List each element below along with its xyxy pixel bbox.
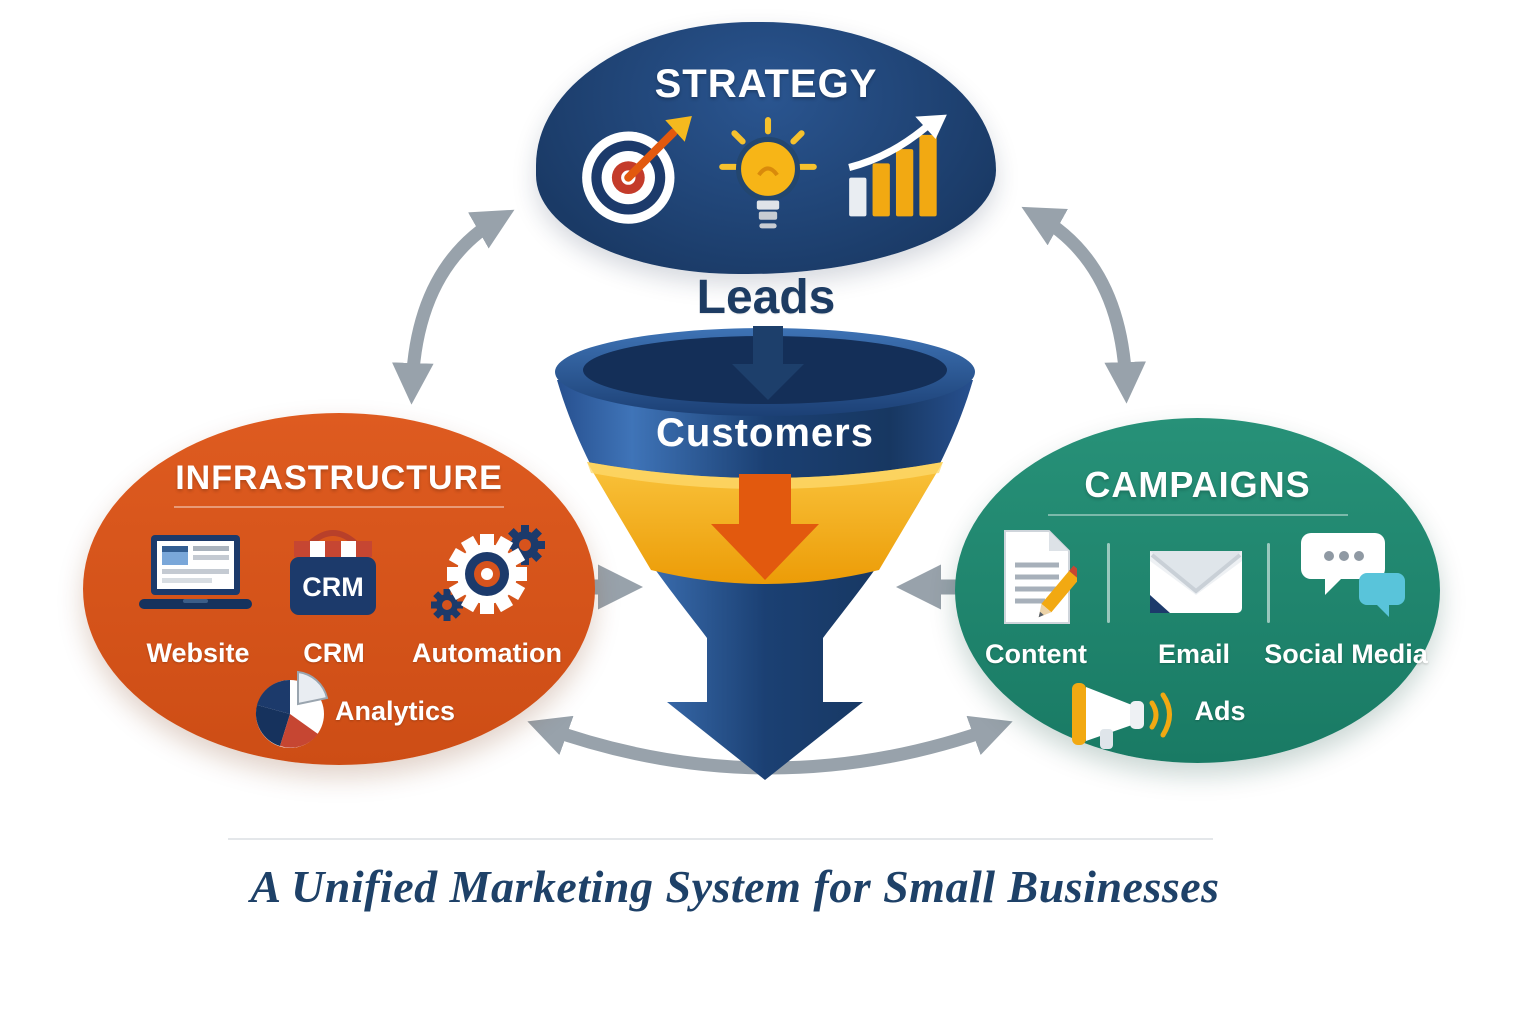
campaigns-item-label: Content xyxy=(985,639,1087,669)
campaigns-title-underline xyxy=(1047,514,1348,516)
caption-divider xyxy=(228,838,1213,840)
infrastructure-item-label: Automation xyxy=(412,638,562,668)
strategy-icons-row xyxy=(536,114,996,234)
strategy-bubble: STRATEGY xyxy=(536,22,996,274)
campaigns-item-label: Email xyxy=(1157,639,1231,669)
target-icon xyxy=(582,116,692,224)
campaigns-item-label: Social Media xyxy=(1264,639,1428,669)
infrastructure-title-underline xyxy=(174,506,504,508)
leads-down-arrow xyxy=(732,326,804,400)
document-pencil-icon xyxy=(1004,530,1077,624)
envelope-icon xyxy=(1150,551,1242,613)
campaigns-item-label: Ads xyxy=(1194,696,1246,726)
infrastructure-item-label: Analytics xyxy=(334,696,456,726)
funnel: Customers xyxy=(555,328,975,780)
campaigns-bubble: CAMPAIGNS xyxy=(955,418,1440,763)
lightbulb-icon xyxy=(719,117,817,229)
crm-badge-text: CRM xyxy=(302,572,364,602)
infrastructure-item-label: CRM xyxy=(303,638,365,668)
laptop-icon xyxy=(139,535,252,609)
infrastructure-item-label: Website xyxy=(146,638,250,668)
growth-chart-icon xyxy=(848,114,947,217)
leads-label: Leads xyxy=(696,271,836,324)
connector-arrow-strategy-campaigns xyxy=(1021,206,1146,404)
funnel-orange-arrow xyxy=(711,474,819,580)
infrastructure-title: INFRASTRUCTURE xyxy=(175,459,503,497)
customers-label: Customers xyxy=(656,411,874,455)
megaphone-icon xyxy=(1072,683,1172,749)
gears-icon xyxy=(431,525,545,621)
campaigns-title: CAMPAIGNS xyxy=(1084,464,1311,505)
chat-bubbles-icon xyxy=(1301,533,1405,617)
infrastructure-bubble: INFRASTRUCTURE CRM xyxy=(83,413,595,765)
crm-store-icon: CRM xyxy=(290,530,376,615)
connector-arrow-strategy-infrastructure xyxy=(392,209,515,405)
strategy-title: STRATEGY xyxy=(654,62,878,106)
pie-chart-icon xyxy=(255,670,329,748)
connector-arrow-campaigns-funnel xyxy=(896,564,958,610)
caption: A Unified Marketing System for Small Bus… xyxy=(250,861,1220,912)
campaigns-divider xyxy=(1107,543,1110,623)
campaigns-divider xyxy=(1267,543,1270,623)
